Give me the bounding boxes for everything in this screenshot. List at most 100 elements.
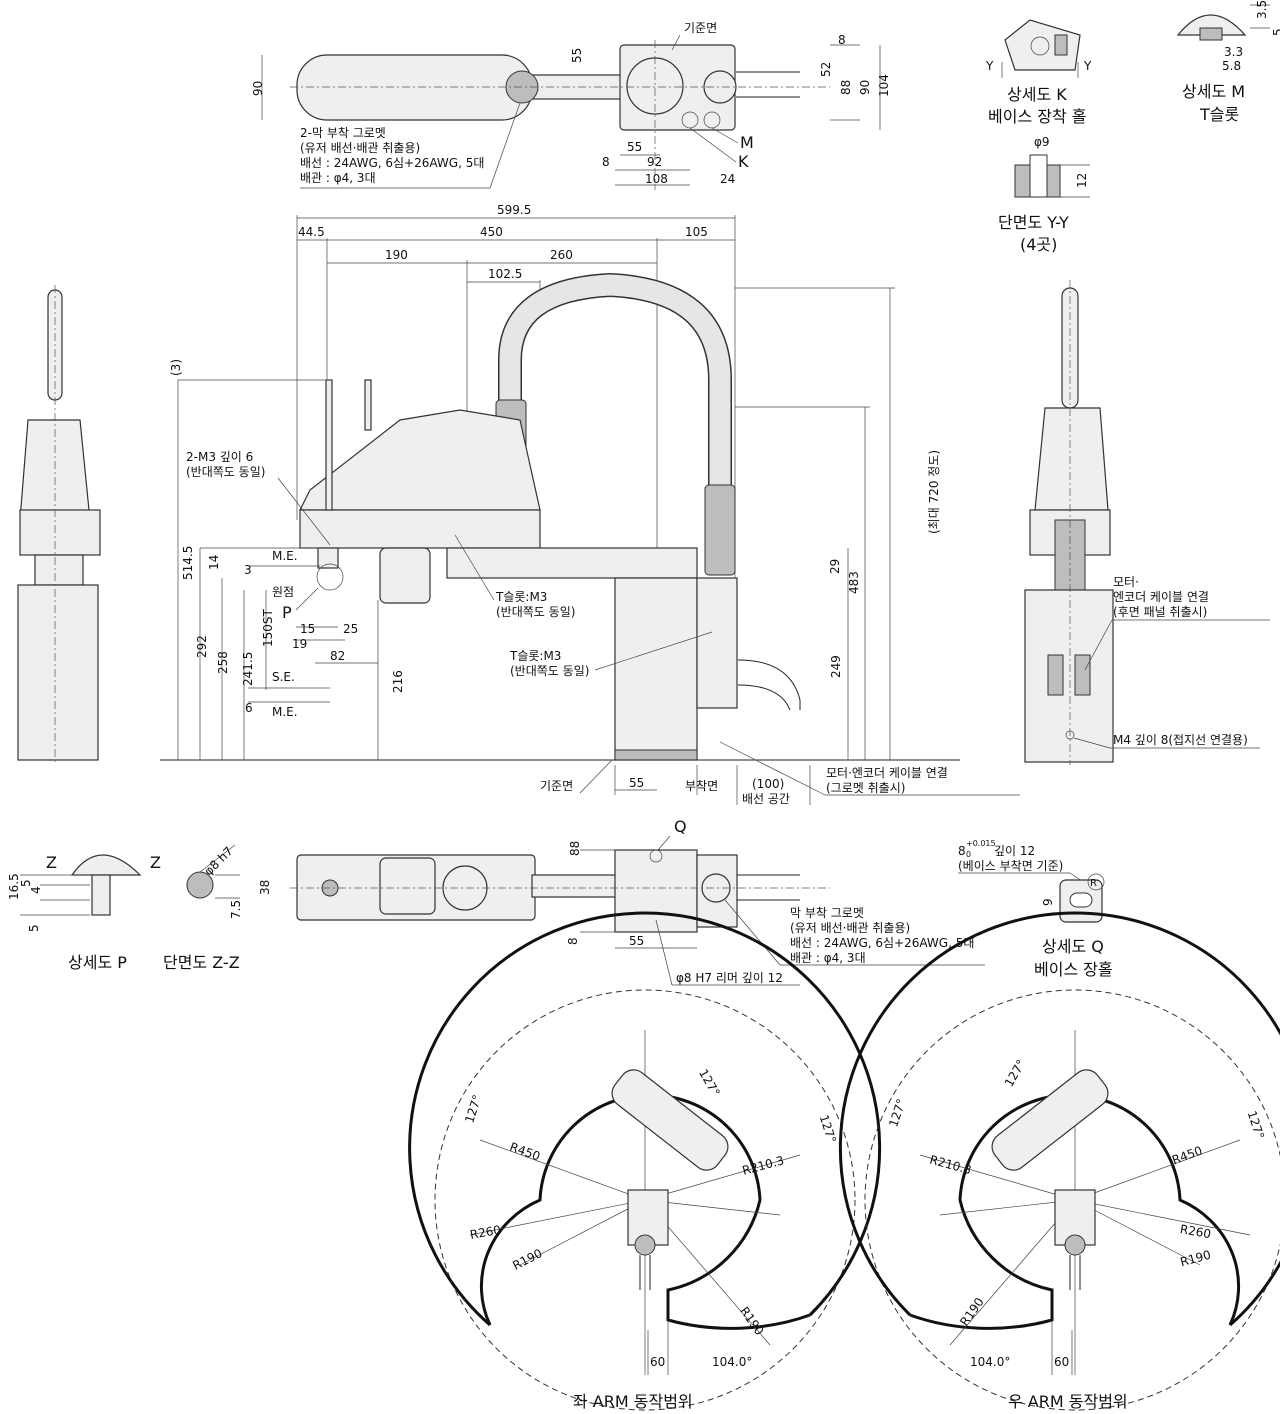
tol-rest: 깊이 12 bbox=[994, 844, 1035, 858]
dim: 7.5 bbox=[229, 900, 243, 919]
ground-note: M4 깊이 8(접지선 연결용) bbox=[1113, 733, 1248, 747]
bottom-view: 88 38 8 55 Q 막 부착 그로멧 (유저 배선·배관 취출용) 배선 … bbox=[258, 817, 985, 986]
l-60: 60 bbox=[650, 1355, 665, 1369]
tslot2-line2: (반대쪽도 동일) bbox=[510, 664, 589, 678]
dim: 3 bbox=[244, 563, 252, 577]
dim: 216 bbox=[391, 670, 405, 693]
base-column bbox=[614, 577, 698, 761]
dim: 5 bbox=[27, 924, 41, 932]
r-r450: R450 bbox=[1170, 1143, 1204, 1167]
detail-m-subtitle: T슬롯 bbox=[1199, 105, 1239, 124]
dim: 249 bbox=[829, 655, 843, 678]
detail-p-title: 상세도 P bbox=[68, 953, 127, 972]
dim: 8 bbox=[566, 937, 580, 945]
dim: 29 bbox=[828, 559, 842, 574]
detail-m-title: 상세도 M bbox=[1182, 82, 1245, 101]
dim: 6 bbox=[245, 701, 253, 715]
l-r260: R260 bbox=[469, 1223, 502, 1242]
dim: φ8 h7 bbox=[201, 844, 235, 878]
top-grommet bbox=[703, 70, 737, 104]
detail-k-subtitle: 베이스 장착 홀 bbox=[988, 107, 1087, 126]
dim: 90 bbox=[858, 80, 872, 95]
r-104: 104.0° bbox=[970, 1355, 1010, 1369]
cable-note-3: (후면 패널 취출시) bbox=[1113, 605, 1207, 619]
dim: 260 bbox=[550, 248, 573, 262]
l-127-top: 127° bbox=[696, 1067, 723, 1099]
callout-m: M bbox=[740, 133, 754, 152]
dim: 8 bbox=[602, 155, 610, 169]
left-side-view bbox=[17, 285, 101, 765]
dim: 105 bbox=[685, 225, 708, 239]
se-label: S.E. bbox=[272, 670, 295, 684]
dim: 82 bbox=[330, 649, 345, 663]
grommet-line1: 모터·엔코더 케이블 연결 bbox=[826, 766, 948, 780]
dim: 16.5 bbox=[7, 873, 21, 900]
dim: 102.5 bbox=[488, 267, 522, 281]
detail-q-title: 상세도 Q bbox=[1042, 937, 1104, 956]
z-right: Z bbox=[150, 853, 161, 872]
tol-sup: +0.015 bbox=[966, 839, 996, 848]
dim: 55 bbox=[629, 934, 644, 948]
dim: 9 bbox=[1041, 898, 1055, 906]
dim: 3.3 bbox=[1224, 45, 1243, 59]
top-note-line2: (유저 배선·배관 취출용) bbox=[300, 141, 420, 155]
y-left: Y bbox=[985, 59, 994, 73]
callout-k: K bbox=[738, 152, 749, 171]
detail-p: Z Z 16.5 5 4 5 상세도 P bbox=[7, 853, 161, 972]
y-right: Y bbox=[1083, 59, 1092, 73]
grommet-line2: (그로멧 취출시) bbox=[826, 781, 905, 795]
dim: 52 bbox=[819, 62, 833, 77]
dim: 92 bbox=[647, 155, 662, 169]
origin-label: 원점 bbox=[272, 585, 294, 599]
ref-label: 기준면 bbox=[684, 21, 717, 35]
dim: 55 bbox=[627, 140, 642, 154]
section-zz-title: 단면도 Z-Z bbox=[163, 953, 240, 972]
cable-note-2: 엔코더 케이블 연결 bbox=[1113, 590, 1209, 604]
tol-main: 8 bbox=[958, 844, 966, 858]
dim: 258 bbox=[216, 651, 230, 674]
tol-sub: 0 bbox=[966, 850, 971, 859]
detail-k: Y Y 상세도 K 베이스 장착 홀 bbox=[985, 19, 1092, 126]
right-side-view: 모터· 엔코더 케이블 연결 (후면 패널 취출시) M4 깊이 8(접지선 연… bbox=[1024, 280, 1270, 765]
top-arm1 bbox=[296, 54, 533, 121]
left-arm-range: 127° 127° 127° R450 R210.3 R260 R190 R19… bbox=[408, 911, 882, 1411]
dim: 5 bbox=[19, 879, 33, 887]
dim: 44.5 bbox=[298, 225, 325, 239]
top-note-line1: 2-막 부착 그로멧 bbox=[300, 126, 386, 140]
tslot1-line1: T슬롯:M3 bbox=[495, 590, 547, 604]
dim: 5 bbox=[1271, 28, 1280, 36]
dim: 88 bbox=[839, 80, 853, 95]
bottom-note-4: 배관 : φ4, 3대 bbox=[790, 951, 866, 965]
section-zz: φ8 h7 7.5 단면도 Z-Z bbox=[163, 844, 243, 972]
r-127-top: 127° bbox=[1002, 1057, 1029, 1089]
arm-motor bbox=[379, 547, 431, 604]
r-r210: R210.3 bbox=[928, 1153, 973, 1178]
dim: 4 bbox=[29, 886, 43, 894]
dim: 12 bbox=[1075, 173, 1089, 188]
arm-main bbox=[299, 509, 541, 549]
l-r190-a: R190 bbox=[510, 1246, 544, 1273]
top-note-line4: 배관 : φ4, 3대 bbox=[300, 171, 376, 185]
reamer-note: φ8 H7 리머 깊이 12 bbox=[676, 971, 783, 985]
dim: 14 bbox=[207, 555, 221, 570]
z-left: Z bbox=[46, 853, 57, 872]
space-line2: 배선 공간 bbox=[742, 792, 790, 806]
bottom-note-2: (유저 배선·배관 취출용) bbox=[790, 921, 910, 935]
tslot1-line2: (반대쪽도 동일) bbox=[496, 605, 575, 619]
dim: 450 bbox=[480, 225, 503, 239]
m3-note-2: (반대쪽도 동일) bbox=[186, 465, 265, 479]
dim: 190 bbox=[385, 248, 408, 262]
l-104: 104.0° bbox=[712, 1355, 752, 1369]
bottom-note-3: 배선 : 24AWG, 6심+26AWG, 5대 bbox=[790, 936, 974, 950]
dim: 90 bbox=[251, 81, 265, 96]
dim: 599.5 bbox=[497, 203, 531, 217]
section-yy-subtitle: (4곳) bbox=[1020, 235, 1057, 254]
base-rear bbox=[696, 577, 738, 709]
dim: 25 bbox=[343, 622, 358, 636]
dim: 19 bbox=[292, 637, 307, 651]
callout-p: P bbox=[282, 603, 292, 622]
detail-m: 3.5 5 3.3 5.8 상세도 M T슬롯 bbox=[1176, 0, 1280, 124]
dim: 38 bbox=[258, 880, 272, 895]
dim: φ9 bbox=[1034, 135, 1050, 149]
